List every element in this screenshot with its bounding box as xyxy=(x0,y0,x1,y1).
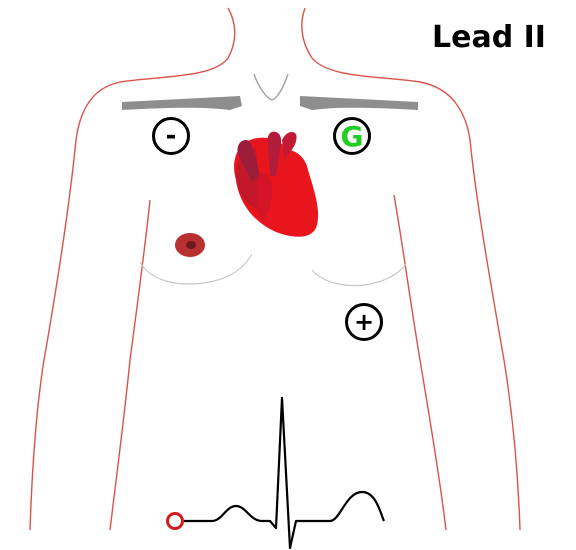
lead-title: Lead II xyxy=(432,20,546,55)
heart-icon xyxy=(234,132,318,237)
electrode-ground-icon: G xyxy=(333,117,371,155)
left-clavicle xyxy=(122,96,242,110)
electrode-positive-icon: + xyxy=(345,303,383,341)
ecg-trace xyxy=(184,398,384,548)
right-breast-contour xyxy=(312,264,406,286)
ecg-origin-marker xyxy=(166,512,184,530)
electrode-positive-symbol: + xyxy=(354,308,374,336)
electrode-negative-symbol: - xyxy=(166,123,177,149)
electrode-ground-symbol: G xyxy=(341,120,364,153)
jugular-notch xyxy=(254,74,288,100)
right-clavicle xyxy=(300,96,418,110)
electrode-negative-icon: - xyxy=(152,117,190,155)
torso-outline xyxy=(30,8,520,530)
nipple-icon xyxy=(175,233,205,257)
left-breast-contour xyxy=(140,254,252,284)
